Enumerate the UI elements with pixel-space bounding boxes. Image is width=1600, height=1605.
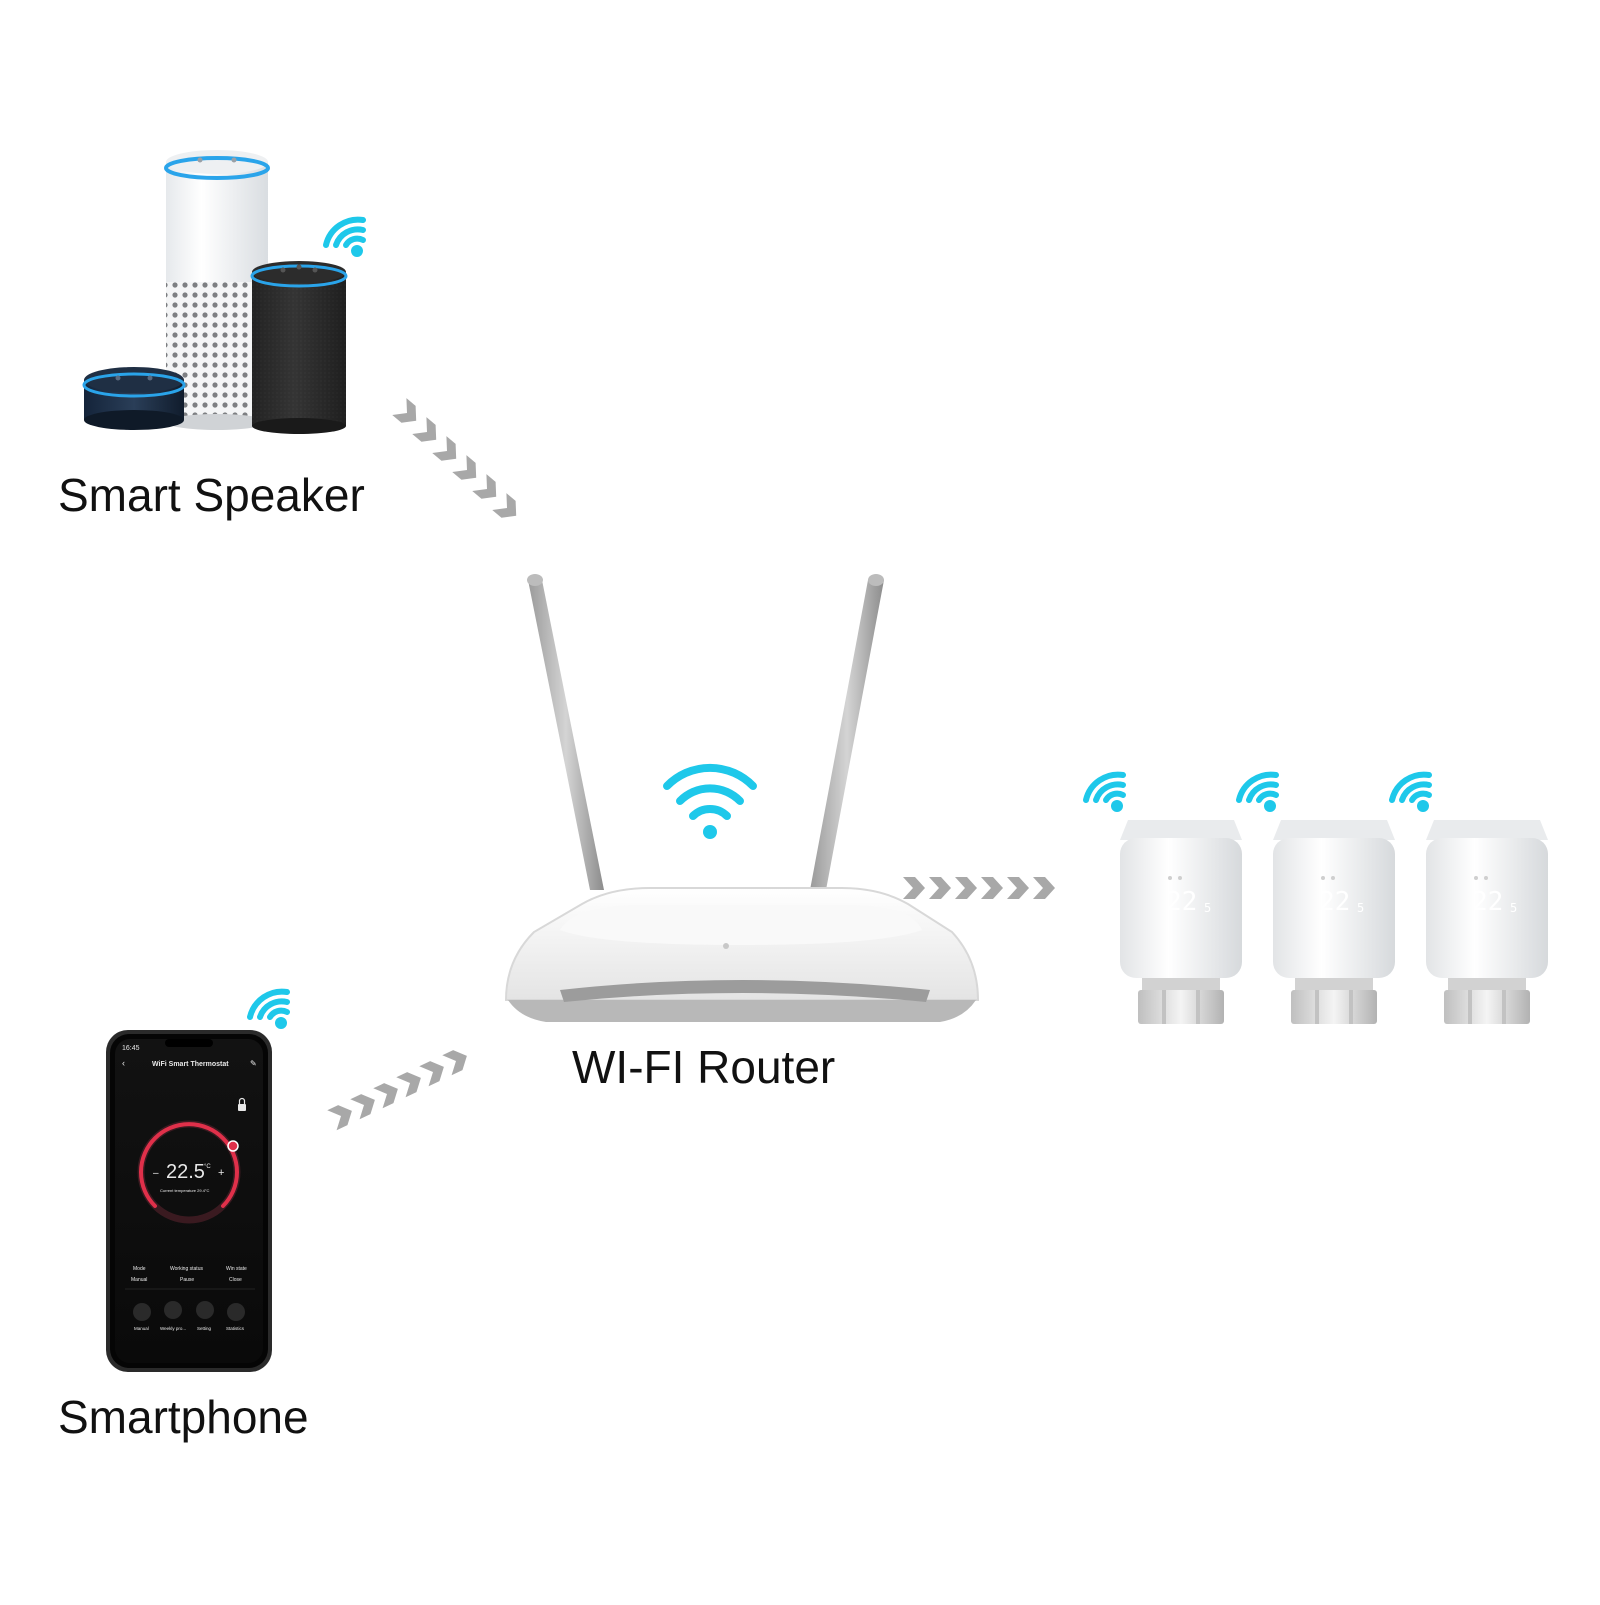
stat-value: Manual (131, 1277, 147, 1283)
stat-value: Close (229, 1277, 242, 1283)
thermostat-lcd-suffix: 5 (1357, 901, 1364, 915)
nav-weekly-button[interactable] (164, 1301, 182, 1319)
thermostat-lcd-value: 22 (1166, 887, 1197, 917)
stat-label: Working status (170, 1266, 203, 1272)
smart-speaker-group (82, 150, 363, 434)
nav-label: Setting (197, 1326, 212, 1331)
set-temperature: 22.5 (166, 1161, 205, 1183)
stat-label: Win state (226, 1266, 247, 1272)
smartphone: 16:45 ‹ WiFi Smart Thermostat ✎ – + 22.5… (106, 992, 287, 1372)
back-icon[interactable]: ‹ (122, 1058, 125, 1068)
phone-stats: Mode Manual Working status Pause Win sta… (131, 1266, 247, 1283)
nav-label: Manual (134, 1326, 149, 1331)
wifi-router (504, 574, 980, 1022)
router-label: WI-FI Router (572, 1041, 836, 1093)
phone-bottom-nav: Manual Weekly pro... Setting Statistics (133, 1301, 245, 1331)
phone-status-time: 16:45 (122, 1045, 140, 1052)
thermostat-valve-2: 22 5 (1273, 820, 1395, 1024)
arrow-speaker-to-router (392, 398, 524, 525)
increase-temp-button[interactable]: + (218, 1167, 224, 1179)
phone-app-title: WiFi Smart Thermostat (152, 1061, 229, 1068)
thermostat-valves: 22 5 22 5 22 5 (1086, 775, 1548, 1024)
smartphone-label: Smartphone (58, 1391, 309, 1443)
thermostat-lcd-suffix: 5 (1204, 901, 1211, 915)
lock-icon[interactable] (238, 1104, 246, 1111)
stat-label: Mode (133, 1266, 146, 1272)
nav-label: Weekly pro... (160, 1326, 186, 1331)
dot-speaker (82, 367, 186, 430)
nav-manual-button[interactable] (133, 1303, 151, 1321)
thermostat-lcd-value: 22 (1472, 887, 1503, 917)
arrow-router-to-thermostats (903, 877, 1055, 899)
temperature-unit: °C (204, 1164, 211, 1170)
arrow-phone-to-router (327, 1045, 472, 1131)
router-wifi-icon (663, 763, 757, 839)
stat-value: Pause (180, 1277, 194, 1283)
edit-icon[interactable]: ✎ (250, 1059, 257, 1068)
thermostat-valve-3: 22 5 (1426, 820, 1548, 1024)
decrease-temp-button[interactable]: – (153, 1168, 159, 1179)
dark-fabric-speaker (250, 261, 348, 434)
thermostat-lcd-value: 22 (1319, 887, 1350, 917)
nav-setting-button[interactable] (196, 1301, 214, 1319)
current-temperature: Current temperature 29.4°C (160, 1188, 210, 1193)
thermostat-lcd-suffix: 5 (1510, 901, 1517, 915)
smart-speaker-label: Smart Speaker (58, 469, 365, 521)
nav-statistics-button[interactable] (227, 1303, 245, 1321)
nav-label: Statistics (226, 1326, 245, 1331)
thermostat-valve-1: 22 5 (1120, 820, 1242, 1024)
